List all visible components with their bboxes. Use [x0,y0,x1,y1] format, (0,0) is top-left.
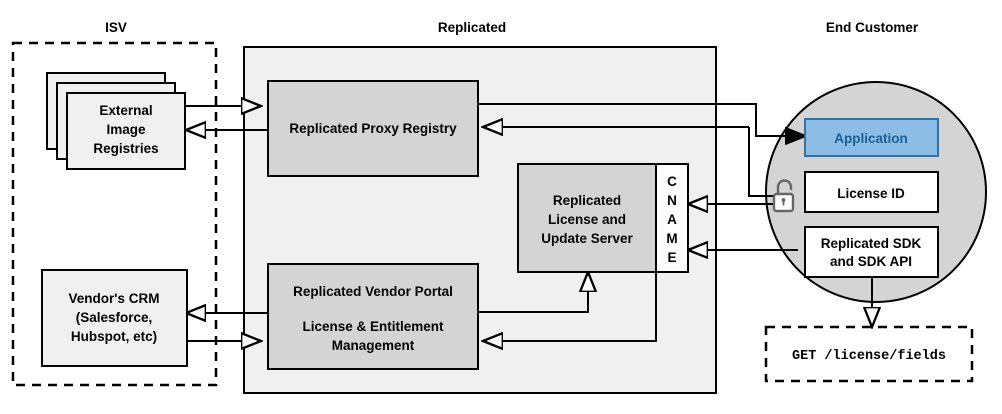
group-title-isv: ISV [105,20,127,35]
cname-letter-a: A [667,212,677,227]
license-id-label: License ID [837,186,905,201]
replicated-proxy-registry[interactable] [267,80,479,177]
external-image-registries-label-line2: Image [106,122,146,137]
open-padlock-icon [772,179,795,213]
vendors-crm-label-line1: Vendor's CRM [69,291,160,306]
edge-vendor-portal-to-license-server [478,272,588,313]
cname-letter-n: N [667,193,677,208]
cname-strip[interactable] [655,163,689,273]
external-image-registries[interactable] [66,92,186,170]
external-image-registries-label-line1: External [99,103,152,118]
vendors-crm[interactable] [41,269,188,367]
vendors-crm-label-line2: (Salesforce, [76,310,153,325]
vendors-crm-label-line3: Hubspot, etc) [71,329,157,344]
edge-license-server-to-vendor-portal [483,272,657,341]
replicated-vendor-portal[interactable] [267,263,479,370]
cname-letter-c: C [667,174,677,189]
api-request-region [764,325,974,383]
cname-letter-m: M [666,231,677,246]
application-box[interactable] [804,118,939,157]
isv-region [11,41,218,387]
group-title-end-customer: End Customer [826,20,919,35]
license-server-label-line1: Replicated [553,193,621,208]
replicated-proxy-registry-label: Replicated Proxy Registry [289,121,457,136]
license-server-label-line3: Update Server [541,231,633,246]
license-server-label-line2: License and [548,212,626,227]
external-image-registries-label-line3: Registries [93,141,158,156]
vendor-portal-label-line3: Management [332,338,415,353]
license-id-box[interactable] [804,171,939,213]
application-label: Application [834,131,908,146]
edge-proxy-to-application [478,103,805,136]
vendor-portal-label-line1: Replicated Vendor Portal [293,284,453,299]
group-title-replicated: Replicated [438,20,506,35]
api-request-label: GET /license/fields [792,349,946,364]
cname-letter-e: E [667,250,676,265]
replicated-sdk-label-line2: and SDK API [830,254,912,269]
vendor-portal-label-line2: License & Entitlement [302,319,444,334]
replicated-sdk-box[interactable] [804,226,939,278]
replicated-sdk-label-line1: Replicated SDK [821,236,922,251]
